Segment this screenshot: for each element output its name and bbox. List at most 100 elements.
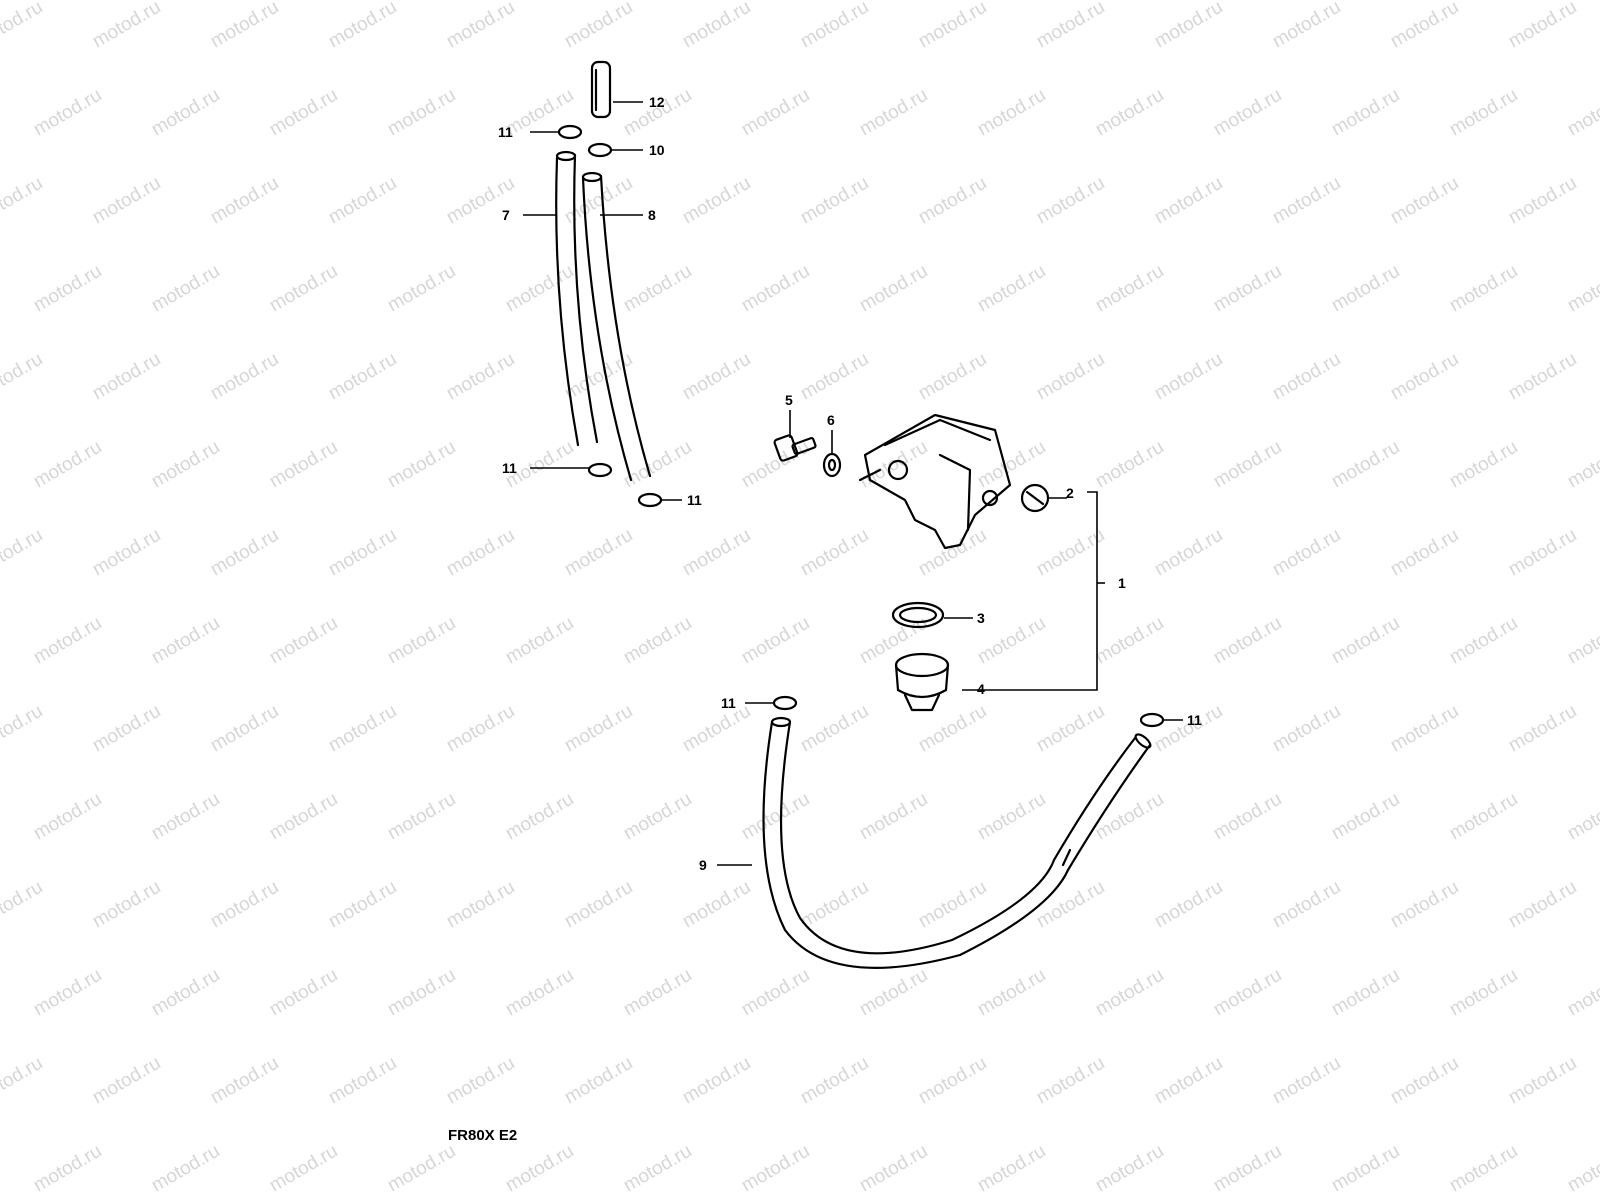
watermark-text: motod.ru: [679, 349, 754, 405]
watermark-text: motod.ru: [148, 789, 223, 845]
watermark-text: motod.ru: [207, 701, 282, 757]
watermark-text: motod.ru: [1269, 701, 1344, 757]
watermark-text: motod.ru: [0, 525, 46, 581]
watermark-text: motod.ru: [1092, 85, 1167, 141]
watermark-text: motod.ru: [620, 613, 695, 669]
watermark-text: motod.ru: [1210, 789, 1285, 845]
watermark-text: motod.ru: [266, 1141, 341, 1197]
watermark-text: motod.ru: [797, 0, 872, 52]
watermark-text: motod.ru: [384, 85, 459, 141]
watermark-text: motod.ru: [856, 965, 931, 1021]
watermark-text: motod.ru: [679, 701, 754, 757]
watermark-text: motod.ru: [679, 877, 754, 933]
watermark-text: motod.ru: [797, 1053, 872, 1109]
watermark-text: motod.ru: [1151, 1053, 1226, 1109]
watermark-text: motod.ru: [1564, 613, 1600, 669]
watermark-text: motod.ru: [1092, 261, 1167, 317]
watermark-text: motod.ru: [1446, 437, 1521, 493]
watermark-text: motod.ru: [384, 613, 459, 669]
watermark-text: motod.ru: [502, 789, 577, 845]
watermark-text: motod.ru: [0, 877, 46, 933]
watermark-text: motod.ru: [1151, 877, 1226, 933]
watermark-text: motod.ru: [1505, 0, 1580, 52]
watermark-text: motod.ru: [325, 525, 400, 581]
watermark-text: motod.ru: [1387, 349, 1462, 405]
watermark-text: motod.ru: [1564, 1141, 1600, 1197]
watermark-text: motod.ru: [561, 173, 636, 229]
watermark-text: motod.ru: [325, 877, 400, 933]
callout-2: 2: [1066, 485, 1074, 501]
watermark-text: motod.ru: [325, 173, 400, 229]
watermark-text: motod.ru: [1387, 701, 1462, 757]
watermark-text: motod.ru: [1505, 173, 1580, 229]
part-6-washer: [822, 452, 842, 478]
watermark-text: motod.ru: [0, 349, 46, 405]
watermark-text: motod.ru: [266, 85, 341, 141]
watermark-text: motod.ru: [148, 261, 223, 317]
watermark-text: motod.ru: [325, 701, 400, 757]
watermark-text: motod.ru: [797, 173, 872, 229]
watermark-text: motod.ru: [1269, 1053, 1344, 1109]
watermark-text: motod.ru: [266, 965, 341, 1021]
fuel-cock-body: [858, 413, 1012, 550]
watermark-text: motod.ru: [0, 0, 46, 52]
watermark-text: motod.ru: [1033, 349, 1108, 405]
watermark-text: motod.ru: [1092, 613, 1167, 669]
watermark-text: motod.ru: [1387, 173, 1462, 229]
watermark-text: motod.ru: [974, 965, 1049, 1021]
watermark-text: motod.ru: [1446, 613, 1521, 669]
watermark-text: motod.ru: [1151, 0, 1226, 52]
callout-9: 9: [699, 857, 707, 873]
watermark-text: motod.ru: [974, 789, 1049, 845]
watermark-text: motod.ru: [1033, 701, 1108, 757]
callout-4: 4: [977, 681, 985, 697]
watermark-text: motod.ru: [207, 1053, 282, 1109]
watermark-text: motod.ru: [89, 173, 164, 229]
watermark-text: motod.ru: [1269, 525, 1344, 581]
watermark-text: motod.ru: [797, 877, 872, 933]
watermark-text: motod.ru: [0, 1053, 46, 1109]
watermark-text: motod.ru: [30, 789, 105, 845]
watermark-text: motod.ru: [1269, 877, 1344, 933]
watermark-text: motod.ru: [561, 525, 636, 581]
watermark-text: motod.ru: [325, 0, 400, 52]
watermark-text: motod.ru: [325, 1053, 400, 1109]
watermark-text: motod.ru: [1210, 437, 1285, 493]
watermark-text: motod.ru: [325, 349, 400, 405]
watermark-text: motod.ru: [620, 789, 695, 845]
watermark-text: motod.ru: [1387, 525, 1462, 581]
watermark-text: motod.ru: [1328, 789, 1403, 845]
watermark-text: motod.ru: [0, 173, 46, 229]
callout-3: 3: [977, 610, 985, 626]
watermark-text: motod.ru: [679, 0, 754, 52]
watermark-text: motod.ru: [30, 261, 105, 317]
watermark-text: motod.ru: [1505, 877, 1580, 933]
callout-1: 1: [1118, 575, 1126, 591]
watermark-text: motod.ru: [89, 701, 164, 757]
watermark-text: motod.ru: [1446, 85, 1521, 141]
watermark-text: motod.ru: [30, 85, 105, 141]
part-7-hose: [555, 150, 599, 447]
watermark-text: motod.ru: [797, 349, 872, 405]
watermark-text: motod.ru: [148, 85, 223, 141]
watermark-text: motod.ru: [89, 0, 164, 52]
callout-11: 11: [502, 460, 517, 476]
watermark-text: motod.ru: [384, 789, 459, 845]
watermark-text: motod.ru: [207, 525, 282, 581]
watermark-text: motod.ru: [856, 85, 931, 141]
watermark-text: motod.ru: [620, 965, 695, 1021]
watermark-text: motod.ru: [1387, 877, 1462, 933]
watermark-text: motod.ru: [797, 701, 872, 757]
watermark-text: motod.ru: [915, 1053, 990, 1109]
watermark-text: motod.ru: [1210, 613, 1285, 669]
watermark-text: motod.ru: [207, 877, 282, 933]
watermark-text: motod.ru: [384, 1141, 459, 1197]
watermark-text: motod.ru: [561, 701, 636, 757]
watermark-text: motod.ru: [856, 789, 931, 845]
watermark-text: motod.ru: [1505, 349, 1580, 405]
watermark-text: motod.ru: [974, 261, 1049, 317]
watermark-text: motod.ru: [1210, 85, 1285, 141]
watermark-text: motod.ru: [1269, 0, 1344, 52]
watermark-text: motod.ru: [148, 437, 223, 493]
